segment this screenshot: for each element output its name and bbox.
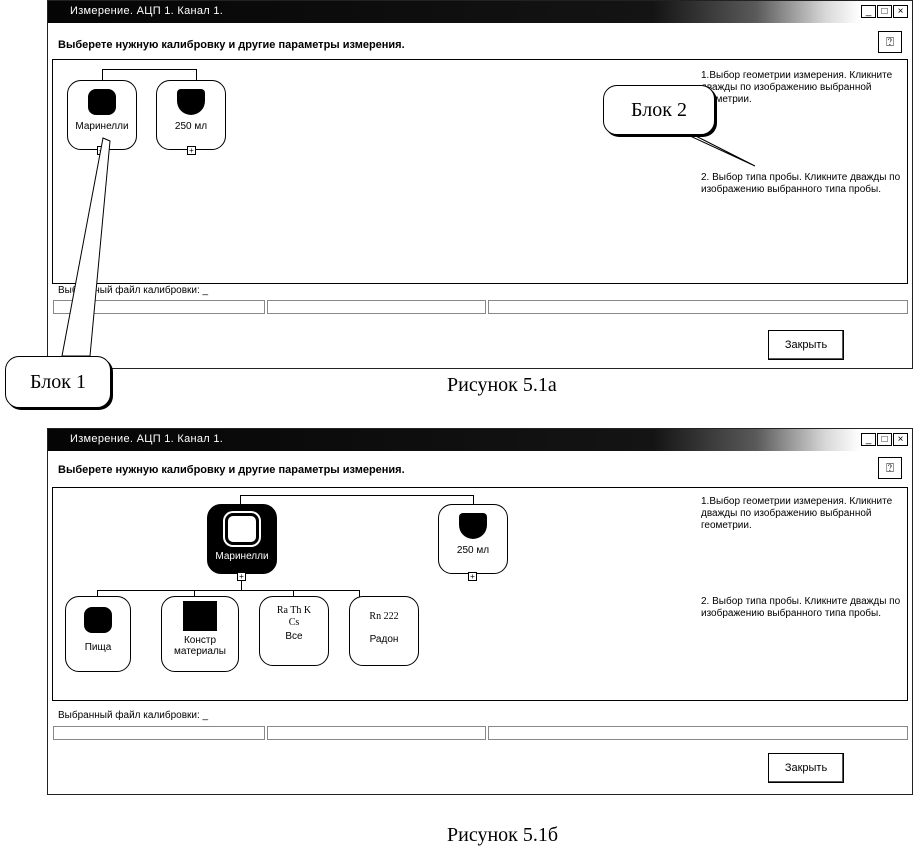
node-label: Все bbox=[285, 631, 303, 642]
window-title: Измерение. АЦП 1. Канал 1. bbox=[70, 5, 224, 17]
maximize-button[interactable]: □ bbox=[877, 5, 892, 18]
node-label: Констр материалы bbox=[174, 635, 226, 657]
tree-connector bbox=[240, 495, 473, 496]
close-button[interactable]: Закрыть bbox=[768, 753, 844, 783]
tree-connector bbox=[102, 69, 196, 70]
geometry-node-250ml[interactable]: 250 мл bbox=[438, 504, 508, 574]
minimize-button[interactable]: _ bbox=[861, 433, 876, 446]
tree-connector bbox=[293, 590, 294, 598]
help-button[interactable]: ⍰ bbox=[878, 31, 902, 53]
help-icon: ⍰ bbox=[886, 34, 894, 49]
tree-connector bbox=[359, 590, 360, 598]
maximize-button[interactable]: □ bbox=[877, 433, 892, 446]
block1-callout: Блок 1 bbox=[5, 356, 111, 408]
marinelli-vessel-icon bbox=[88, 89, 116, 115]
figure-caption-a: Рисунок 5.1а bbox=[447, 374, 557, 396]
tree-connector bbox=[241, 581, 242, 591]
marinelli-vessel-icon bbox=[225, 513, 259, 545]
status-field bbox=[488, 726, 908, 740]
sample-node-construction[interactable]: Констр материалы bbox=[161, 596, 239, 672]
tree-connector bbox=[102, 69, 103, 81]
callout-pointers bbox=[61, 127, 756, 357]
nuclide-icon-text: Ra Th K Cs bbox=[276, 605, 312, 628]
beaker-250ml-icon bbox=[177, 89, 205, 115]
title-bar[interactable]: Измерение. АЦП 1. Канал 1. bbox=[48, 429, 912, 451]
construction-materials-icon bbox=[183, 601, 217, 631]
expand-toggle[interactable]: + bbox=[187, 146, 196, 155]
node-label: Маринелли bbox=[75, 121, 129, 132]
geometry-instruction: 1.Выбор геометрии измерения. Кликните дв… bbox=[701, 70, 893, 105]
instruction-header: Выберете нужную калибровку и другие пара… bbox=[58, 39, 405, 51]
node-label: Радон bbox=[369, 634, 399, 645]
selection-panel: Маринелли + 250 мл + Пища Констр материа… bbox=[52, 487, 908, 701]
tree-connector bbox=[194, 590, 195, 598]
measurement-window-b: Измерение. АЦП 1. Канал 1. _ □ × Выберет… bbox=[47, 428, 913, 795]
close-window-button[interactable]: × bbox=[893, 5, 908, 18]
calibration-file-label: Выбранный файл калибровки: _ bbox=[58, 285, 209, 296]
status-field bbox=[267, 726, 486, 740]
window-title: Измерение. АЦП 1. Канал 1. bbox=[70, 433, 224, 445]
expand-toggle[interactable]: + bbox=[237, 572, 246, 581]
node-label: Пища bbox=[84, 642, 112, 653]
block1-pointer bbox=[61, 137, 111, 357]
block2-callout: Блок 2 bbox=[603, 85, 715, 135]
sample-instruction: 2. Выбор типа пробы. Кликните дважды по … bbox=[701, 596, 901, 619]
tree-connector bbox=[240, 495, 241, 505]
figure-caption-b: Рисунок 5.1б bbox=[447, 824, 559, 846]
food-sample-icon bbox=[84, 607, 112, 633]
beaker-250ml-icon bbox=[459, 513, 487, 539]
node-label: 250 мл bbox=[174, 121, 208, 132]
geometry-node-marinelli[interactable]: Маринелли bbox=[67, 80, 137, 150]
minimize-button[interactable]: _ bbox=[861, 5, 876, 18]
geometry-node-250ml[interactable]: 250 мл bbox=[156, 80, 226, 150]
geometry-instruction: 1.Выбор геометрии измерения. Кликните дв… bbox=[701, 496, 893, 531]
close-window-button[interactable]: × bbox=[893, 433, 908, 446]
instruction-header: Выберете нужную калибровку и другие пара… bbox=[58, 464, 405, 476]
tree-connector bbox=[473, 495, 474, 505]
tree-connector bbox=[97, 590, 359, 591]
title-bar[interactable]: Измерение. АЦП 1. Канал 1. bbox=[48, 1, 912, 23]
tree-connector bbox=[196, 69, 197, 81]
tree-connector bbox=[97, 590, 98, 598]
calibration-file-label: Выбранный файл калибровки: _ bbox=[58, 710, 209, 721]
help-button[interactable]: ⍰ bbox=[878, 457, 902, 479]
sample-instruction: 2. Выбор типа пробы. Кликните дважды по … bbox=[701, 172, 901, 195]
geometry-node-marinelli-selected[interactable]: Маринелли bbox=[207, 504, 277, 574]
node-label: Маринелли bbox=[215, 551, 269, 562]
close-button[interactable]: Закрыть bbox=[768, 330, 844, 360]
selection-panel: Маринелли + 250 мл + 1.Выбор геометрии и… bbox=[52, 59, 908, 284]
sample-node-food[interactable]: Пища bbox=[65, 596, 131, 672]
sample-node-all[interactable]: Ra Th K Cs Все bbox=[259, 596, 329, 666]
sample-node-radon[interactable]: Rn 222 Радон bbox=[349, 596, 419, 666]
measurement-window-a: Измерение. АЦП 1. Канал 1. _ □ × Выберет… bbox=[47, 0, 913, 369]
status-field bbox=[53, 726, 265, 740]
window-controls: _ □ × bbox=[861, 433, 908, 446]
expand-toggle[interactable]: + bbox=[468, 572, 477, 581]
status-field bbox=[267, 300, 486, 314]
status-field bbox=[488, 300, 908, 314]
radon-icon-text: Rn 222 bbox=[369, 611, 399, 622]
window-controls: _ □ × bbox=[861, 5, 908, 18]
node-label: 250 мл bbox=[456, 545, 490, 556]
help-icon: ⍰ bbox=[886, 460, 894, 475]
status-field bbox=[53, 300, 265, 314]
